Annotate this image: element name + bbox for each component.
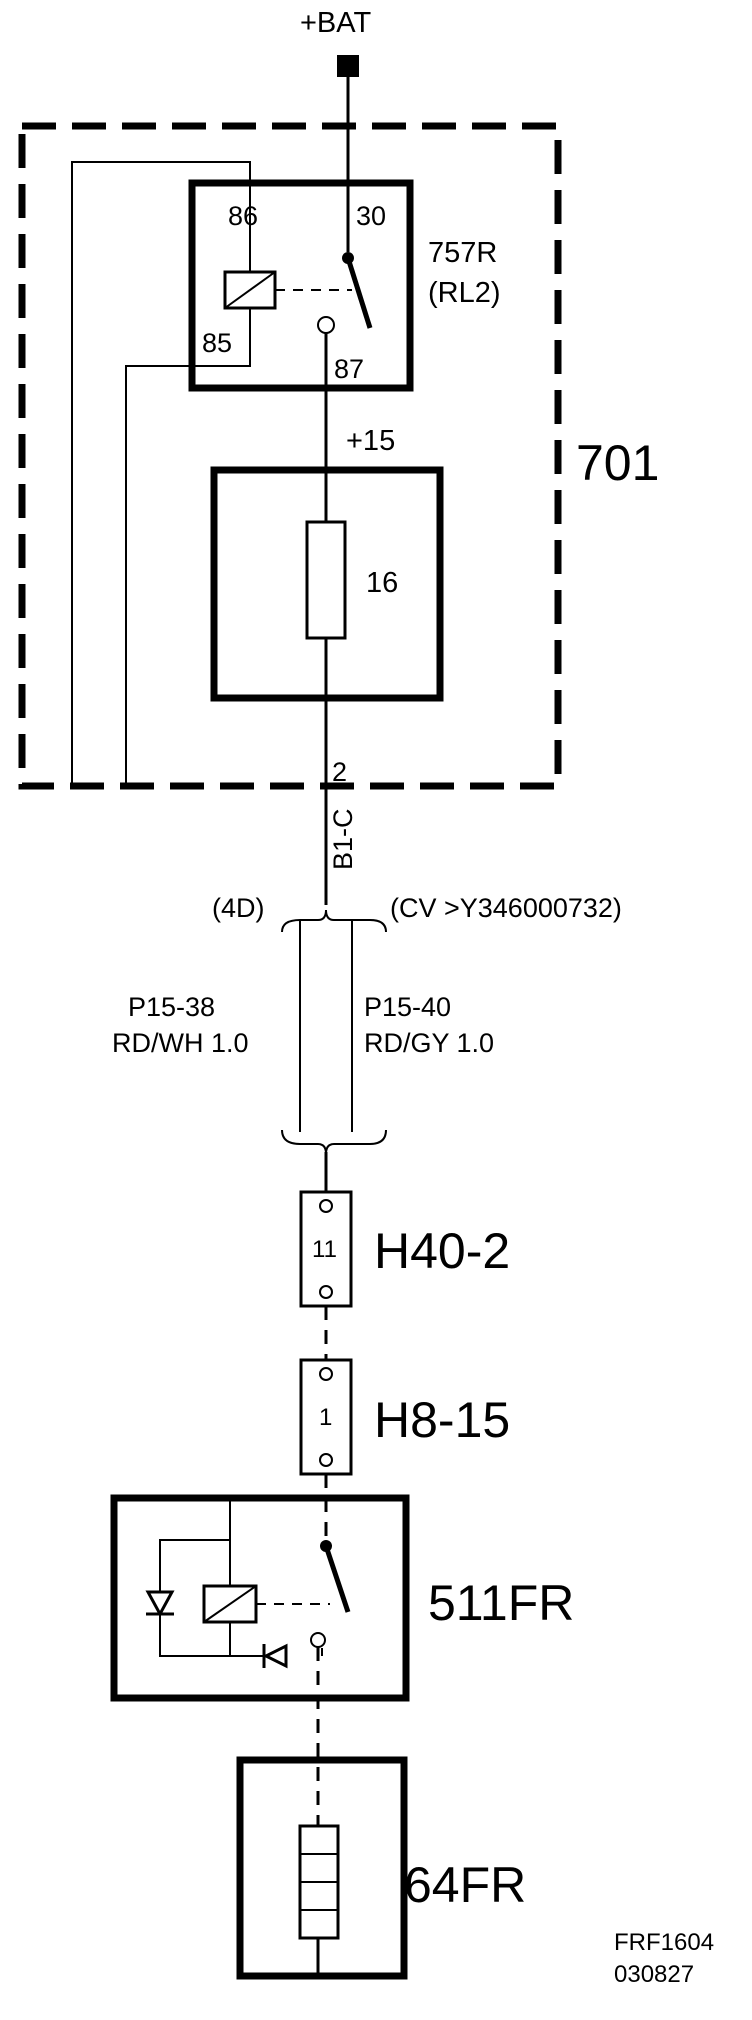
variant-left: (4D) [212,893,265,923]
relay-511fr-internal-wiring [159,1498,323,1657]
connector-h8-15-pin: 1 [319,1404,332,1431]
relay-switch-contact [317,252,373,334]
connector-h40-2-socket-bottom [319,1285,333,1299]
relay-511fr-switch-contact [310,1540,351,1648]
wire-left-spec: RD/WH 1.0 [112,1028,249,1058]
relay-511fr-box [110,1494,410,1702]
connector-h40-2-socket-top [319,1199,333,1213]
variant-brace-top [281,909,387,933]
fused-output-label: +15 [346,425,395,457]
connector-code: B1-C [328,808,358,870]
relay-pin-30: 30 [356,201,386,231]
relay-name: 757R [428,237,497,269]
figure-ref: FRF1604 [614,1929,714,1956]
diode-icon [262,1643,288,1669]
fuse-element [305,520,347,640]
figure-date: 030827 [614,1961,694,1988]
variant-brace-bottom [281,1129,387,1155]
diode-icon [145,1590,175,1618]
relay-511fr-name: 511FR [428,1575,574,1631]
fuse-box-701 [18,122,562,790]
connector-h40-2-name: H40-2 [374,1223,510,1279]
relay-pin-85: 85 [202,328,232,358]
coil-wire-85 [125,345,251,786]
relay-coil [223,236,277,345]
connector-h8-15-socket-top [319,1367,333,1381]
variant-right: (CV >Y346000732) [390,893,622,923]
supply-label: +BAT [300,7,371,39]
heater-64fr-box [236,1756,408,1980]
relay-757r-box [188,179,414,392]
wire-right-spec: RD/GY 1.0 [364,1028,494,1058]
fuse-box-label: 701 [576,435,659,491]
relay-pin-87: 87 [334,354,364,384]
wire-right-circuit: P15-40 [364,992,451,1022]
relay-pin-86: 86 [228,201,258,231]
wire-left-circuit: P15-38 [128,992,215,1022]
fuse-box-pin: 2 [332,757,347,787]
heater-name: 64FR [404,1857,526,1913]
relay-alias: (RL2) [428,277,501,309]
relay-511fr-coil [202,1584,258,1624]
connector-h40-2-pin: 11 [312,1236,337,1263]
battery-terminal [337,55,359,77]
fuse-number: 16 [366,567,398,599]
connector-h8-15-name: H8-15 [374,1392,510,1448]
coil-wire-86 [71,161,251,786]
connector-h8-15-socket-bottom [319,1453,333,1467]
